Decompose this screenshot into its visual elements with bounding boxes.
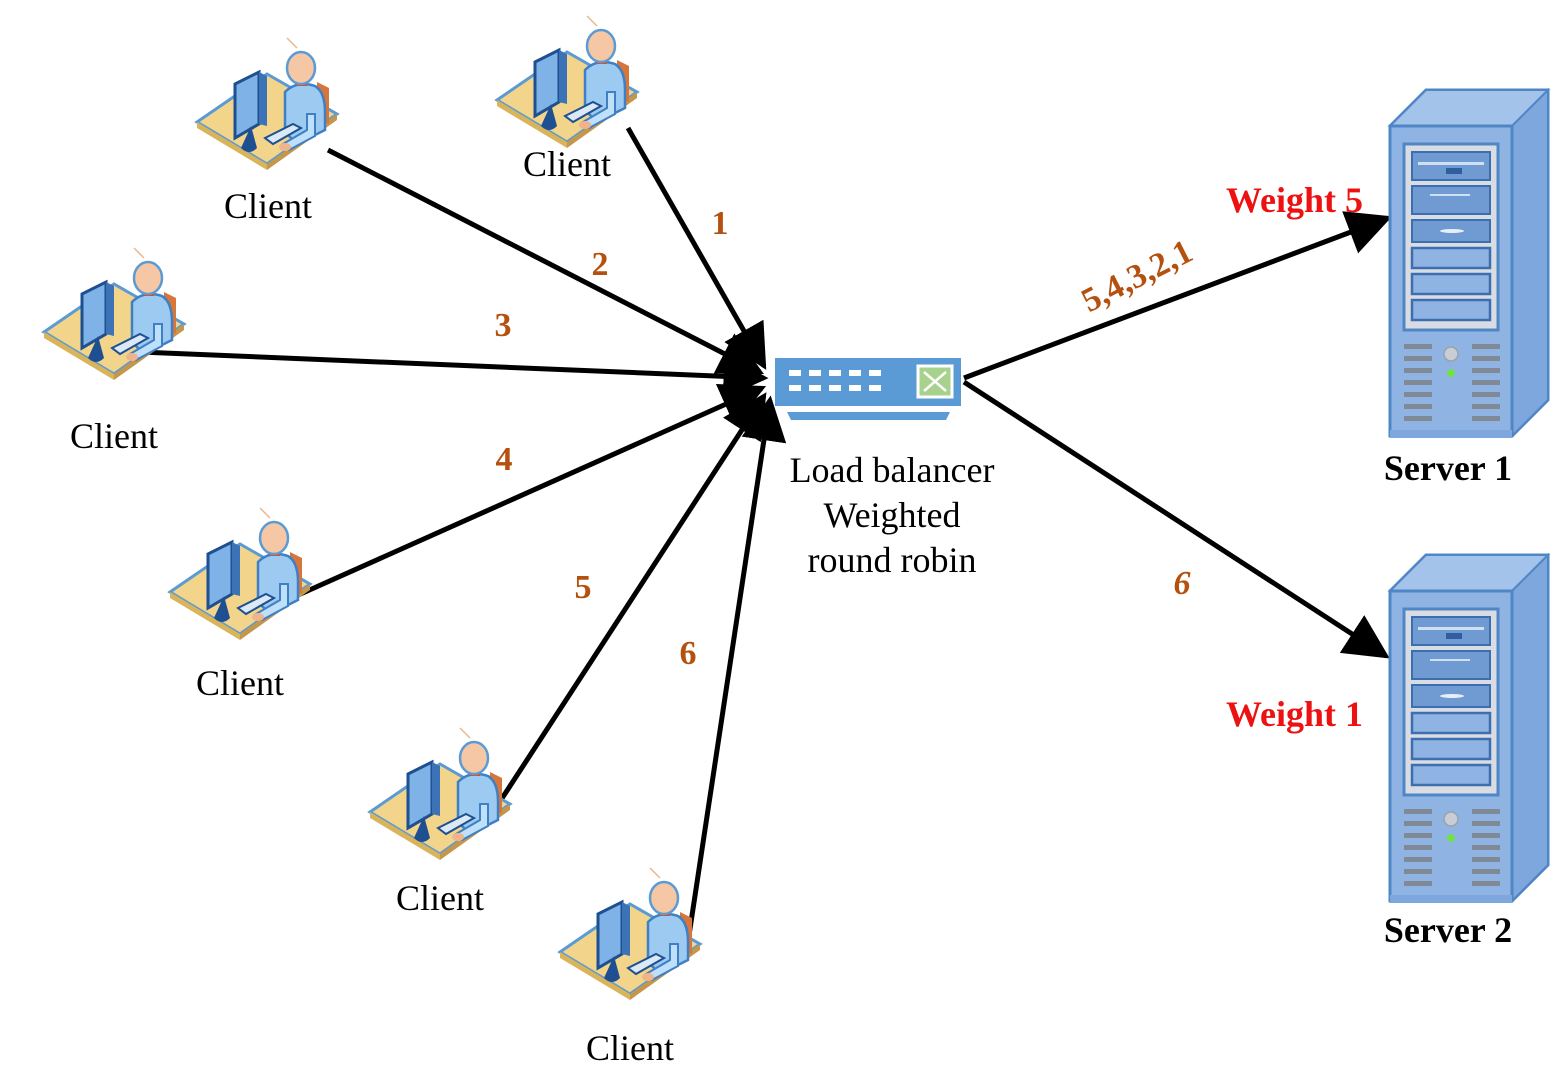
client-4-label: Client <box>196 663 284 703</box>
client-2-icon[interactable] <box>195 36 339 172</box>
edge-label-6: 6 <box>679 635 697 672</box>
edge-client-5 <box>494 392 767 808</box>
edge-client-1 <box>625 126 767 370</box>
client-5-label: Client <box>396 878 484 918</box>
server-1-weight: Weight 5 <box>1226 180 1364 220</box>
client-2-label: Client <box>224 186 312 226</box>
client-edges <box>139 126 787 943</box>
edge-client-6 <box>685 395 787 943</box>
edge-server-2 <box>962 379 1390 659</box>
server-1-icon[interactable] <box>1388 88 1550 440</box>
load-balancer-algorithm-line2: round robin <box>807 540 977 580</box>
edge-server-1 <box>963 211 1393 381</box>
edge-label-3: 3 <box>494 307 512 344</box>
edge-client-3 <box>139 349 769 399</box>
client-3-label: Client <box>70 416 158 456</box>
network-switch-icon[interactable] <box>775 358 961 420</box>
edge-label-2: 2 <box>591 246 609 283</box>
edge-label-4: 4 <box>495 441 513 478</box>
edge-label-1: 1 <box>711 205 729 242</box>
client-6-label: Client <box>586 1028 674 1068</box>
client-4-icon[interactable] <box>168 506 312 642</box>
load-balancer-label: Load balancer Weighted round robin <box>790 448 995 583</box>
server-2-request-sequence: 6 <box>1173 565 1191 602</box>
server-edges <box>962 211 1393 659</box>
load-balancer-algorithm-line1: Weighted <box>823 495 961 535</box>
server-2-weight: Weight 1 <box>1226 694 1364 734</box>
client-1-label: Client <box>523 144 611 184</box>
client-3-icon[interactable] <box>42 246 186 382</box>
load-balancer-title: Load balancer <box>789 450 995 490</box>
client-1-icon[interactable] <box>495 14 639 150</box>
server-2-icon[interactable] <box>1388 553 1550 905</box>
server-1-label: Server 1 <box>1383 448 1513 488</box>
edge-client-2 <box>326 147 765 375</box>
server-2-label: Server 2 <box>1383 910 1513 950</box>
edge-client-4 <box>294 383 767 599</box>
client-6-icon[interactable] <box>558 866 702 1002</box>
edge-label-5: 5 <box>574 569 592 606</box>
client-5-icon[interactable] <box>368 726 512 862</box>
